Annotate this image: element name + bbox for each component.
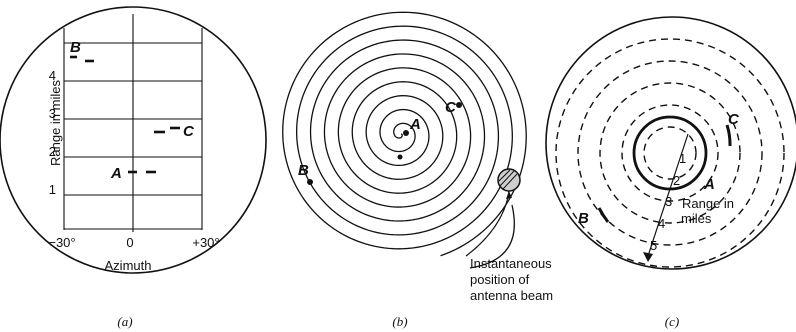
label-a: A	[409, 116, 421, 133]
scope-a-blips	[70, 55, 180, 174]
y-tick-4: 4	[49, 68, 56, 83]
caption-c: (c)	[665, 314, 679, 329]
range-label-line-1: Range in	[682, 196, 734, 211]
caption-a: (a)	[117, 314, 132, 329]
label-a: A	[703, 176, 715, 193]
y-tick-2: 2	[49, 144, 56, 159]
panel-a: Range in miles 1 2 3 4 −30° 0 +30° Azimu…	[0, 6, 267, 329]
caption-b: (b)	[392, 314, 407, 329]
beam-hatch	[498, 169, 518, 190]
target-a-arc	[632, 115, 708, 191]
center-dot	[397, 154, 403, 160]
ring-number-2: 2	[673, 173, 680, 188]
label-c: C	[183, 123, 195, 140]
target-c-arc	[725, 124, 732, 147]
blip-c-dot	[456, 102, 462, 108]
annotation-line-2: position of	[470, 272, 530, 287]
panel-c: 1 2 3 4 5 Range in miles A B C (c)	[545, 16, 796, 329]
scope-a-face	[0, 6, 267, 274]
beam-leader-arrow	[506, 191, 512, 199]
panel-b: A B C Instantaneous position of antenna …	[282, 11, 553, 329]
annotation-line-3: antenna beam	[470, 288, 553, 303]
target-b-arc	[597, 207, 610, 223]
x-axis-label: Azimuth	[105, 258, 152, 273]
beam-leader	[465, 190, 510, 257]
x-tick-0: 0	[126, 235, 133, 250]
x-tick-plus30: +30°	[192, 235, 219, 250]
scope-c-face	[545, 16, 796, 270]
ring-number-1: 1	[679, 151, 686, 166]
ring-number-4: 4	[658, 216, 665, 231]
label-a: A	[110, 165, 122, 182]
y-tick-3: 3	[49, 106, 56, 121]
label-b: B	[70, 39, 81, 56]
ring-number-5: 5	[650, 238, 657, 253]
label-b: B	[298, 162, 309, 179]
beam-spot	[497, 168, 521, 192]
annotation-line-1: Instantaneous	[470, 256, 552, 271]
blip-b-dot	[307, 179, 313, 185]
range-label-line-2: miles	[681, 211, 712, 226]
spiral-sweep	[282, 11, 527, 257]
spiral-tail	[469, 204, 516, 269]
range-pointer-arrow	[643, 252, 653, 262]
x-tick-minus30: −30°	[48, 235, 75, 250]
scope-a-grid	[63, 14, 203, 232]
range-rings	[555, 38, 785, 268]
label-c: C	[445, 99, 457, 116]
blip-a-dot	[403, 130, 409, 136]
y-tick-1: 1	[49, 182, 56, 197]
label-b: B	[578, 210, 589, 227]
label-c: C	[728, 111, 740, 128]
y-axis-label: Range in miles	[48, 80, 63, 166]
ring-number-3: 3	[665, 194, 672, 209]
range-pointer	[647, 133, 689, 257]
